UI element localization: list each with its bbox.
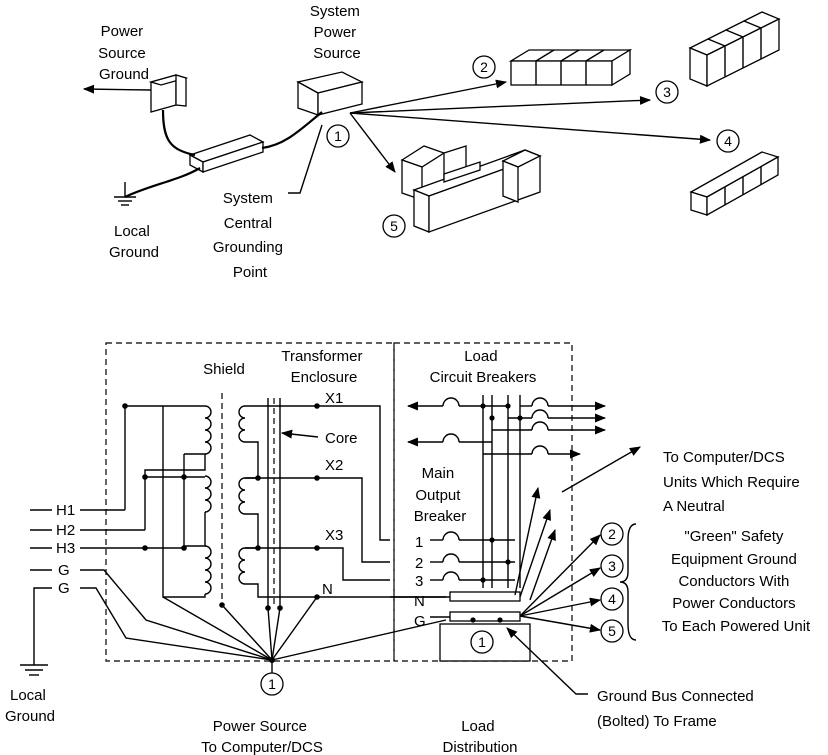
input-g2: G: [58, 580, 70, 597]
transformer-enclosure-box: [105, 342, 395, 662]
system-power-source-box: [296, 71, 364, 116]
bottom-marker-5: 5: [600, 619, 624, 643]
svg-text:2: 2: [608, 526, 616, 542]
svg-text:5: 5: [608, 623, 616, 639]
ground-cable: [161, 109, 196, 157]
tap-n: N: [322, 581, 333, 598]
ground-arrow: [82, 84, 152, 94]
svg-text:1: 1: [334, 128, 342, 144]
power-source-caption: Power Source To Computer/DCS: [201, 718, 323, 755]
secondary-windings: [238, 405, 246, 585]
input-lines: [30, 509, 273, 665]
neutral-units-label: To Computer/DCS Units Which Require A Ne…: [663, 449, 804, 515]
ground-bus-leader: [506, 627, 588, 695]
load-breakers: [406, 397, 607, 459]
bus-g-label: G: [414, 613, 426, 630]
load-4-cabinets: [689, 151, 780, 217]
central-grounding-point-label: System Central Grounding Point: [213, 190, 287, 281]
bottom-marker-3: 3: [600, 554, 624, 578]
shield-label: Shield: [203, 361, 245, 378]
system-power-source-label: System Power Source: [310, 3, 364, 62]
svg-text:2: 2: [480, 59, 488, 75]
load-5-cabinets: [400, 145, 542, 233]
top-marker-1: 1: [326, 124, 350, 148]
svg-text:5: 5: [390, 218, 398, 234]
ground-bus: [449, 611, 521, 622]
input-h1: H1: [56, 502, 75, 519]
top-local-ground-label: Local Ground: [109, 223, 159, 261]
power-source-ground-label: Power Source Ground: [98, 23, 150, 83]
svg-text:3: 3: [663, 84, 671, 100]
tap-x3: X3: [325, 527, 343, 544]
top-marker-2: 2: [472, 55, 496, 79]
ground-fan: [162, 596, 447, 661]
bottom-marker-1-bus: 1: [470, 630, 494, 654]
bottom-diagram: Shield Transformer Enclosure Load Circui…: [5, 342, 811, 755]
central-grounding-box: [188, 134, 265, 174]
input-h3: H3: [56, 540, 75, 557]
neutral-bus: [449, 591, 521, 602]
bottom-marker-4: 4: [600, 587, 624, 611]
neutral-pointer: [561, 446, 641, 493]
breaker-num-3: 3: [415, 573, 423, 590]
transformer-enclosure-label: Transformer Enclosure: [281, 348, 366, 386]
tap-x1: X1: [325, 390, 343, 407]
load-distribution-caption: Load Distribution: [442, 718, 517, 755]
primary-windings: [204, 405, 212, 595]
breaker-num-1: 1: [415, 534, 423, 551]
tap-x2: X2: [325, 457, 343, 474]
ground-bus-label: Ground Bus Connected (Bolted) To Frame: [597, 688, 758, 730]
load-3-cabinets: [688, 11, 781, 88]
core-arrow: [280, 429, 319, 439]
svg-text:4: 4: [608, 591, 616, 607]
safety-note-label: "Green" Safety Equipment Ground Conducto…: [662, 528, 811, 635]
breaker-num-2: 2: [415, 555, 423, 572]
svg-text:1: 1: [478, 634, 486, 650]
local-ground-cable: [124, 167, 201, 198]
bottom-marker-2: 2: [600, 522, 624, 546]
load-2-cabinets: [508, 48, 633, 87]
svg-text:1: 1: [268, 676, 276, 692]
main-output-breaker-label: Main Output Breaker: [414, 465, 467, 525]
core-label: Core: [325, 430, 358, 447]
feed-5-arrow: [349, 112, 396, 173]
top-marker-4: 4: [716, 129, 740, 153]
source-cable: [261, 111, 323, 150]
svg-text:3: 3: [608, 558, 616, 574]
feed-3-arrow: [349, 95, 652, 114]
power-source-ground-box: [148, 74, 189, 113]
svg-text:4: 4: [724, 133, 732, 149]
bus-n-label: N: [414, 593, 425, 610]
top-diagram: Power Source Ground System Power Source: [82, 3, 781, 281]
feed-2-arrow: [349, 79, 508, 114]
main-breakers: [430, 531, 515, 581]
load-circuit-breakers-label: Load Circuit Breakers: [430, 348, 537, 386]
feed-4-arrow: [349, 112, 712, 144]
bottom-marker-1-source: 1: [260, 672, 284, 696]
input-g1: G: [58, 562, 70, 579]
input-h2: H2: [56, 522, 75, 539]
safety-brace: [619, 523, 637, 641]
grounding-point-leader: [288, 124, 323, 194]
top-marker-5: 5: [382, 214, 406, 238]
bottom-local-ground-label: Local Ground: [5, 687, 55, 725]
top-marker-3: 3: [655, 80, 679, 104]
